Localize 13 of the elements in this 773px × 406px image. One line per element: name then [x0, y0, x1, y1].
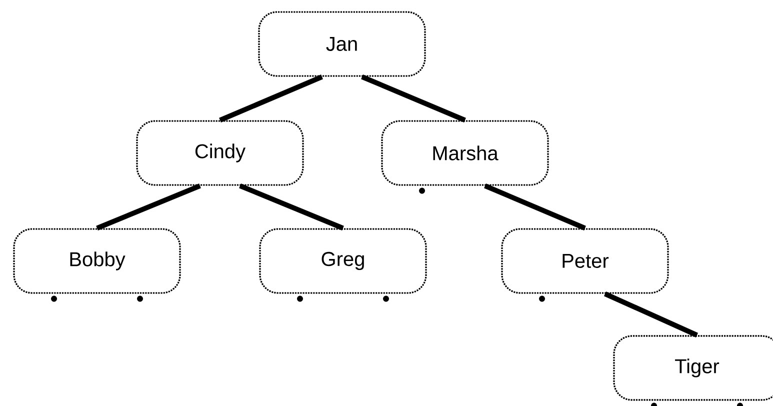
name-box: Greg	[259, 228, 427, 294]
tree-branch	[219, 74, 323, 122]
name-box: Peter	[501, 228, 669, 294]
tree-branch	[484, 183, 586, 230]
tree-branch	[96, 183, 201, 230]
name-box: Bobby	[13, 228, 181, 294]
name-box: Cindy	[136, 120, 304, 186]
name-box: Jan	[258, 11, 426, 77]
tree-branch	[239, 183, 344, 230]
tree-branch	[361, 74, 466, 122]
name-box: Marsha	[381, 120, 549, 186]
name-box: Tiger	[613, 335, 773, 401]
tree-branch	[604, 292, 698, 338]
